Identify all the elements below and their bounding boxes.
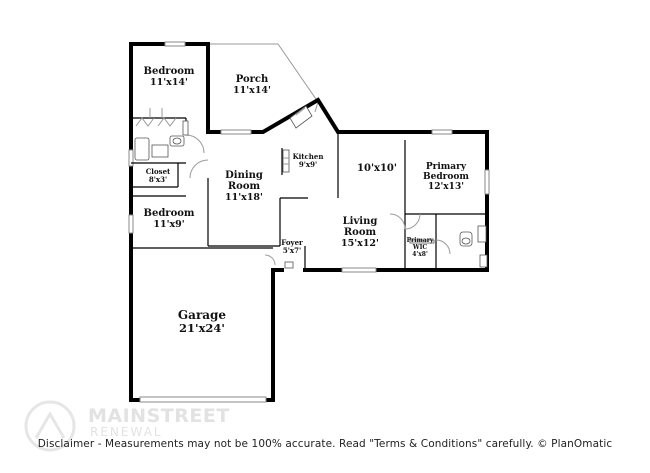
label-primary-bedroom-2: Bedroom <box>423 172 469 182</box>
watermark-brand: MAINSTREET <box>88 405 230 427</box>
label-porch: Porch <box>236 74 269 85</box>
dims-primary-bedroom: 12'x13' <box>428 182 464 192</box>
windows <box>128 41 490 403</box>
dims-dining: 11'x18' <box>225 192 263 203</box>
foyer-fixtures <box>284 261 294 269</box>
watermark-sub: RENEWAL <box>90 425 163 439</box>
dims-bedroom-top: 11'x14' <box>150 77 188 88</box>
label-living-1: Living <box>343 216 378 227</box>
bathroom-fixtures-left <box>134 120 189 161</box>
label-bedroom-top: Bedroom <box>144 66 195 77</box>
dims-primary-wic: 4'x8' <box>412 251 428 258</box>
label-living-2: Room <box>344 227 377 238</box>
dims-foyer: 5'x7' <box>283 246 301 255</box>
label-garage: Garage <box>178 308 227 322</box>
watermark-logo-icon <box>24 400 76 452</box>
label-closet: Closet <box>146 167 171 176</box>
porch-outline <box>208 43 319 113</box>
disclaimer-text: Disclaimer - Measurements may not be 100… <box>37 438 613 450</box>
label-dining-1: Dining <box>225 170 263 181</box>
label-primary-bedroom-1: Primary <box>426 162 467 172</box>
dims-garage: 21'x24' <box>179 321 225 335</box>
label-kitchen: Kitchen <box>293 152 324 161</box>
dims-living: 15'x12' <box>341 238 379 249</box>
room-labels: Bedroom 11'x14' Porch 11'x14' Closet 8'x… <box>144 66 470 335</box>
door-swings <box>149 108 451 266</box>
label-bedroom-mid: Bedroom <box>144 208 195 219</box>
dims-closet: 8'x3' <box>149 175 167 184</box>
label-primary-wic-1: Primary <box>407 237 434 244</box>
interior-walls <box>131 117 487 270</box>
primary-bath-fixtures <box>409 225 488 268</box>
label-dining-2: Room <box>228 181 261 192</box>
dims-bedroom-mid: 11'x9' <box>153 219 184 230</box>
kitchen-fixtures <box>282 105 313 173</box>
label-primary-wic-2: WIC <box>412 244 428 251</box>
label-foyer: Foyer <box>281 238 303 247</box>
dims-kitchen: 9'x9' <box>299 160 317 169</box>
dims-nook: 10'x10' <box>357 163 397 174</box>
closet-doors <box>135 117 177 127</box>
dims-porch: 11'x14' <box>233 85 271 96</box>
